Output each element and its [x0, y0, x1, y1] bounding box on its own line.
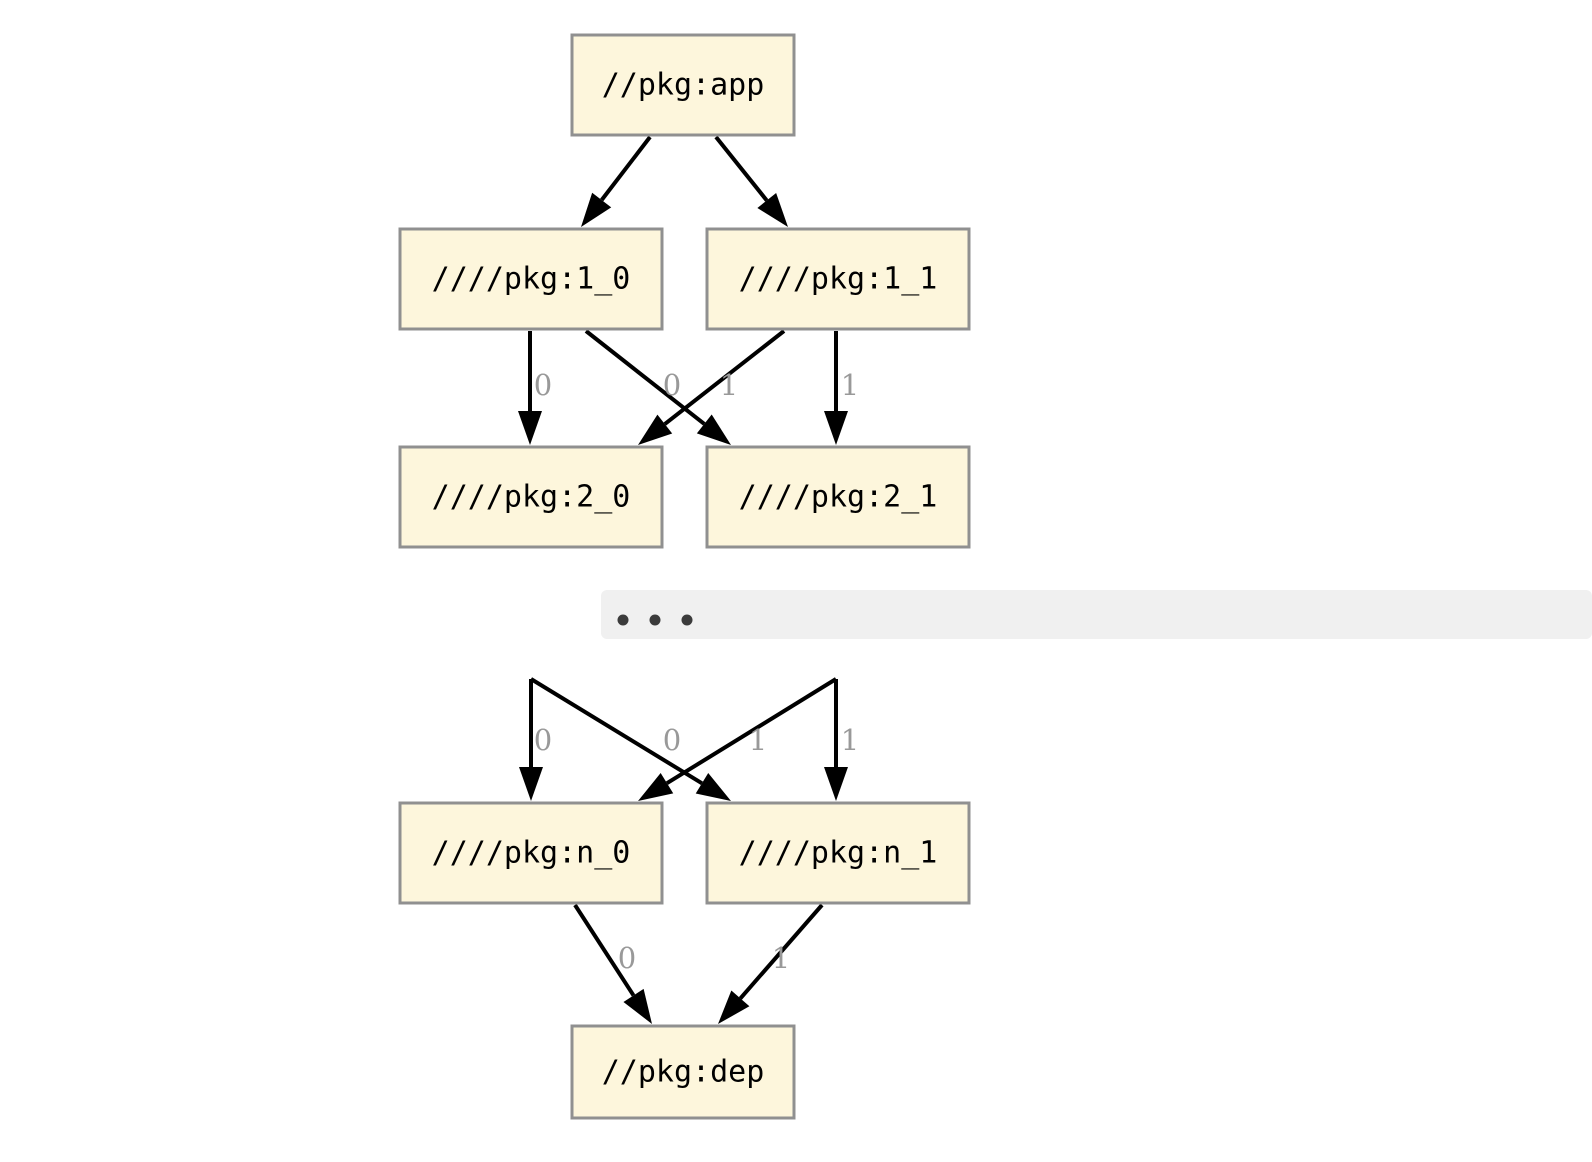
node-label: ////pkg:1_0 — [432, 262, 631, 297]
graph-edge — [529, 677, 731, 801]
graph-node-nn_0[interactable]: ////pkg:n_0 — [398, 801, 664, 905]
edge-arrowhead — [638, 772, 674, 801]
graph-node-app[interactable]: //pkg:app — [570, 33, 796, 137]
graph-node-n1_1[interactable]: ////pkg:1_1 — [705, 227, 971, 331]
edge-arrowhead — [581, 192, 612, 227]
graph-node-n2_0[interactable]: ////pkg:2_0 — [398, 445, 664, 549]
node-layer: //pkg:app ////pkg:1_0 ////pkg:1_1 ////pkg:2… — [398, 33, 971, 1120]
edge-layer — [518, 135, 848, 1024]
node-box[interactable] — [705, 801, 971, 905]
graph-edge — [824, 679, 848, 801]
node-box[interactable] — [398, 227, 664, 331]
edge-label-layer: 0 1 0 1 0 1 0 1 0 1 — [534, 368, 859, 975]
edge-line — [529, 677, 704, 786]
elision-dot — [681, 614, 693, 626]
elision-dot — [649, 614, 661, 626]
graph-node-dep[interactable]: //pkg:dep — [570, 1024, 796, 1120]
graph-edge — [638, 677, 838, 801]
edge-arrowhead — [718, 990, 750, 1024]
edge-line — [663, 329, 786, 426]
node-label: ////pkg:2_0 — [432, 480, 631, 515]
node-box[interactable] — [570, 33, 796, 137]
edge-label: 1 — [720, 368, 738, 402]
edge-arrowhead — [519, 767, 543, 801]
edge-arrowhead — [824, 411, 848, 445]
node-label: ////pkg:1_1 — [739, 262, 938, 297]
node-label: ////pkg:n_1 — [739, 836, 938, 871]
edge-line — [600, 135, 652, 202]
node-label: ////pkg:2_1 — [739, 480, 938, 515]
edge-label: 1 — [841, 723, 859, 757]
edge-arrowhead — [696, 414, 731, 445]
edge-line — [714, 135, 769, 202]
edge-arrowhead — [824, 767, 848, 801]
elision-dot — [617, 614, 629, 626]
node-box[interactable] — [705, 445, 971, 549]
edge-line — [584, 329, 706, 426]
node-box[interactable] — [570, 1024, 796, 1120]
graph-edge — [718, 903, 824, 1024]
node-label: ////pkg:n_0 — [432, 836, 631, 871]
graph-edge — [573, 903, 652, 1024]
edge-arrowhead — [757, 192, 788, 227]
node-label: //pkg:dep — [602, 1055, 765, 1090]
edge-arrowhead — [638, 414, 673, 445]
graph-edge — [581, 135, 652, 227]
graph-node-n2_1[interactable]: ////pkg:2_1 — [705, 445, 971, 549]
node-box[interactable] — [398, 445, 664, 549]
elision-layer — [601, 590, 1592, 639]
graph-edge — [519, 679, 543, 801]
graph-node-n1_0[interactable]: ////pkg:1_0 — [398, 227, 664, 331]
edge-label: 0 — [663, 723, 681, 757]
node-box[interactable] — [398, 801, 664, 905]
graph-node-nn_1[interactable]: ////pkg:n_1 — [705, 801, 971, 905]
node-label: //pkg:app — [602, 68, 765, 103]
edge-label: 1 — [749, 723, 767, 757]
edge-label: 0 — [534, 723, 552, 757]
node-box[interactable] — [705, 227, 971, 331]
graph-edge — [518, 331, 542, 445]
edge-label: 1 — [841, 368, 859, 402]
edge-arrowhead — [695, 773, 731, 801]
graph-edge — [824, 331, 848, 445]
elision-band-rect — [601, 590, 1592, 639]
edge-label: 0 — [663, 368, 681, 402]
edge-line — [665, 677, 838, 785]
edge-line — [573, 903, 636, 997]
graph-edge — [714, 135, 788, 227]
graph-edge — [638, 329, 786, 445]
edge-line — [738, 903, 824, 1000]
edge-label: 0 — [534, 368, 552, 402]
edge-label: 0 — [618, 941, 636, 975]
edge-arrowhead — [518, 411, 542, 445]
edge-label: 1 — [772, 941, 790, 975]
edge-arrowhead — [623, 988, 652, 1024]
elision-band — [601, 590, 1592, 639]
